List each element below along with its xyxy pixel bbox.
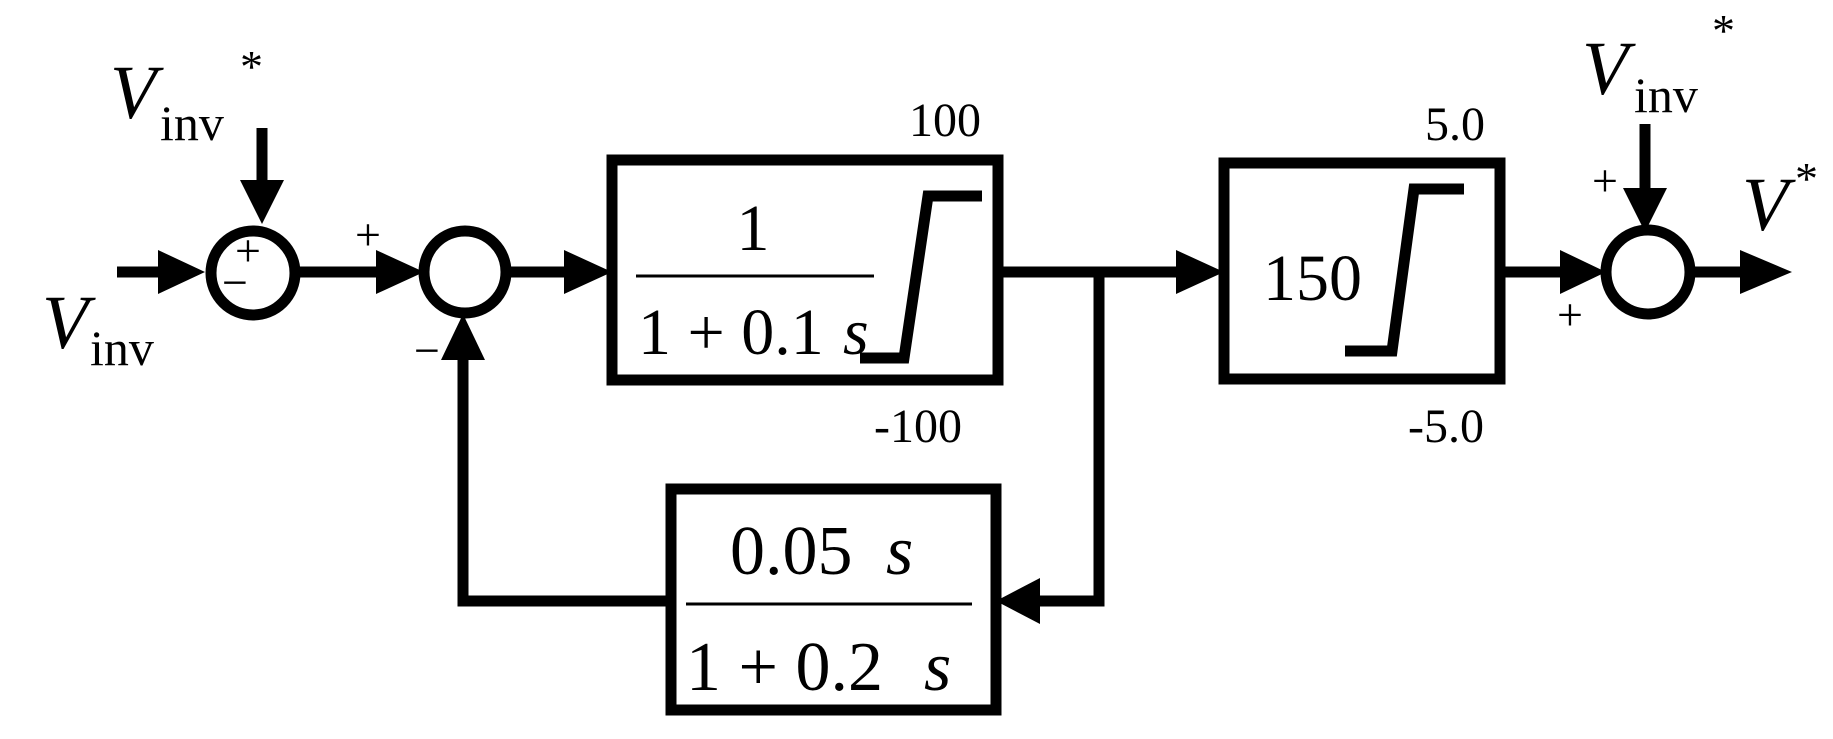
ref2-vinv-star: * [1712, 5, 1735, 56]
output-v-symbol: V [1742, 163, 1796, 247]
reference-vinv-star-right: V inv * + [1582, 5, 1735, 232]
block1-limiter-symbol [860, 190, 982, 364]
input-vinv: V inv [42, 250, 205, 376]
sum3-plus-bottom: + [1557, 289, 1583, 340]
block2-limiter-symbol [1345, 183, 1464, 357]
arrow-to-sum2 [376, 250, 424, 294]
arrow-into-feedback-block [996, 578, 1040, 624]
input-vinv-subscript: inv [90, 320, 154, 376]
arrow-to-sum3 [1560, 250, 1606, 294]
reference-vinv-star: V inv * [110, 41, 284, 224]
summing-junction-1: + − [205, 225, 301, 321]
feedback-block: 0.05 s 1 + 0.2 s [665, 483, 1002, 716]
arrow-to-block2 [1176, 250, 1224, 294]
feedback-numerator-var: s [886, 513, 913, 590]
output-v-star: * [1795, 153, 1818, 204]
ref-vinv-star: * [240, 41, 263, 92]
sum2-plus-sign: + [355, 209, 381, 260]
ref-vinv-symbol: V [110, 51, 164, 135]
input-vinv-symbol: V [42, 281, 96, 365]
ref2-vinv-subscript: inv [1634, 67, 1698, 123]
ref2-vinv-symbol: V [1582, 27, 1636, 111]
feedback-numerator: 0.05 [730, 513, 853, 590]
sum2-minus-sign: − [414, 325, 440, 376]
block1-numerator: 1 [737, 192, 770, 265]
feedback-denominator-var: s [924, 629, 951, 706]
summing-junction-3 [1600, 224, 1696, 320]
block2-lower-limit: -5.0 [1408, 400, 1484, 453]
ref-vinv-subscript: inv [160, 95, 224, 151]
block2-upper-limit: 5.0 [1425, 98, 1485, 151]
sum1-plus-sign: + [235, 225, 261, 276]
block1-upper-limit: 100 [909, 94, 981, 147]
block1-first-order-lag-limiter: 1 1 + 0.1 s 100 -100 [606, 94, 1004, 453]
output-v-star: V * [1690, 153, 1818, 294]
arrow-to-sum2-minus [441, 314, 485, 360]
block1-lower-limit: -100 [874, 400, 962, 453]
block2-gain: 150 [1263, 242, 1362, 315]
sum3-plus-top: + [1592, 155, 1618, 206]
sum1-minus-sign: − [222, 257, 248, 308]
arrow-to-block1 [564, 250, 612, 294]
feedback-path [441, 272, 1105, 624]
block1-denominator: 1 + 0.1 [638, 296, 824, 369]
feedback-denominator: 1 + 0.2 [686, 629, 883, 706]
summing-junction-2 [418, 225, 512, 319]
block2-gain-limiter: 150 5.0 -5.0 [1218, 98, 1506, 453]
